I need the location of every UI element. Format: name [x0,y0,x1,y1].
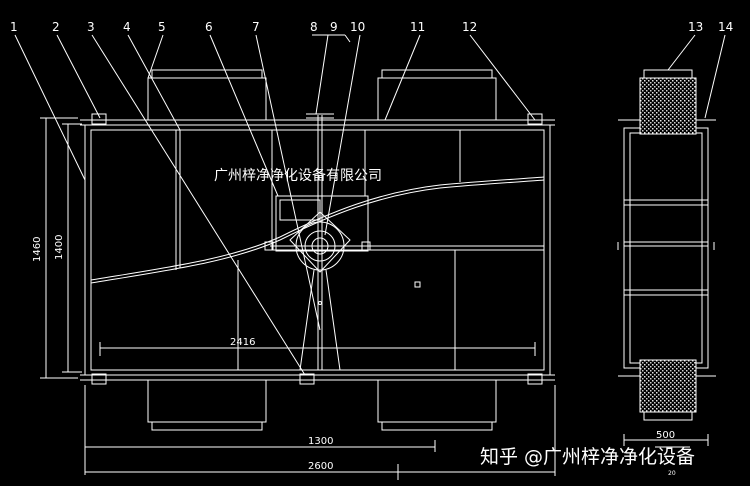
bottom-filter [639,359,697,413]
bottom-duct-left [147,379,267,423]
dim-1460: 1460 [32,237,43,262]
callout-13: 13 [688,20,703,34]
top-filter [639,77,697,135]
side-view-housing [623,127,709,369]
dim-2416: 2416 [230,337,255,348]
dim-1300: 1300 [308,436,333,447]
callout-4: 4 [123,20,131,34]
callout-11: 11 [410,20,425,34]
callout-7: 7 [252,20,260,34]
dim-2600: 2600 [308,461,333,472]
callout-5: 5 [158,20,166,34]
callout-9: 9 [330,20,338,34]
dim-1400: 1400 [54,235,65,260]
company-label: 广州梓净净化设备有限公司 [214,167,382,184]
watermark: 知乎 @广州梓净净化设备 [480,446,696,468]
damper-curve [90,179,545,284]
callout-12: 12 [462,20,477,34]
callout-2: 2 [52,20,60,34]
top-duct-right [377,77,497,121]
bottom-duct-right [377,379,497,423]
callout-10: 10 [350,20,365,34]
callout-14: 14 [718,20,733,34]
callout-3: 3 [87,20,95,34]
dim-500: 500 [656,430,675,441]
callout-1: 1 [10,20,18,34]
top-duct-left [147,77,267,121]
callout-8: 8 [310,20,318,34]
callout-6: 6 [205,20,213,34]
dim-small: 20 [668,470,676,477]
